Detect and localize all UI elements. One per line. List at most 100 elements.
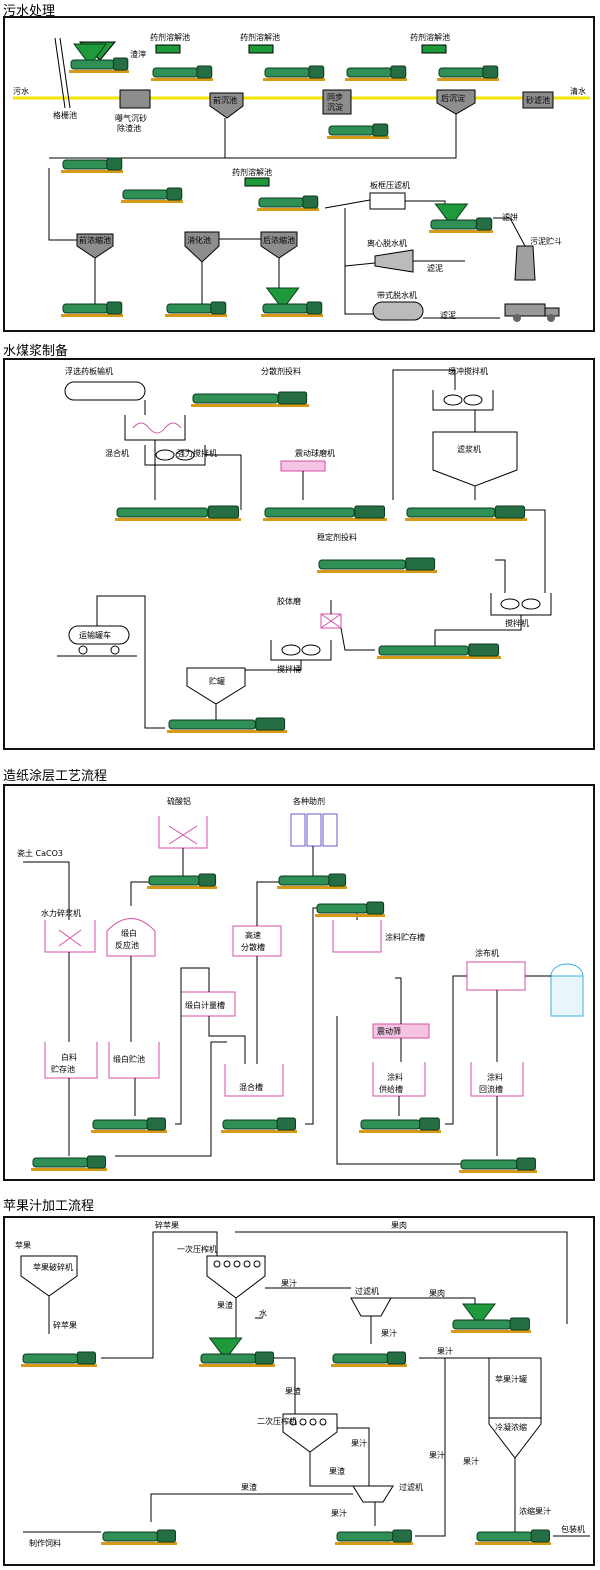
screw-pump-icon (327, 123, 389, 139)
screw-pump-icon (405, 505, 527, 521)
wastewater-panel: 污水 清水 格栅池 曝气沉砂 除渣池 前沉池 渣滓 药剂溶解池 药剂溶解池 药剂… (3, 16, 595, 332)
screw-pump-icon (429, 203, 493, 233)
coal-slurry-diagram: 浮选药板输机 分散剂投料 缓冲搅拌机 混合机 强力搅拌机 震动球磨机 滤浆机 稳… (57, 366, 552, 733)
screw-pump-icon (459, 1157, 537, 1173)
screw-pump-icon (317, 557, 437, 573)
label-secondary: 后沉淀 (441, 93, 465, 103)
label-satin2: 反应池 (115, 940, 139, 950)
label-coat-storage: 涂料贮存槽 (385, 932, 425, 942)
label-stir-tank: 搅拌桶 (277, 664, 301, 674)
label-belt-press: 带式脱水机 (377, 290, 417, 300)
label-residue3: 果渣 (329, 1466, 345, 1476)
label-satin1: 缎白 (121, 928, 137, 938)
label-residue4: 果渣 (241, 1482, 257, 1492)
label-return1: 涂料 (487, 1072, 503, 1082)
label-plate-press: 板框压滤机 (370, 180, 410, 190)
label-juice7: 果汁 (429, 1450, 445, 1460)
screw-pump-icon (167, 717, 287, 733)
label-chem3: 药剂溶解池 (410, 32, 450, 42)
screw-pump-icon (191, 391, 309, 407)
screw-pump-icon (91, 1117, 167, 1133)
label-tank1: 苹果汁罐 (495, 1374, 527, 1384)
label-residue: 渣滓 (130, 49, 146, 59)
screw-pump-icon (335, 1529, 413, 1545)
label-additives: 各种助剂 (293, 796, 325, 806)
screw-pump-icon (147, 873, 217, 889)
screw-pump-icon (151, 65, 213, 81)
section-title-paper-coating: 造纸涂层工艺流程 (3, 769, 108, 784)
screw-pump-icon (377, 643, 501, 659)
label-coater: 涂布机 (475, 948, 499, 958)
screw-pump-icon (165, 301, 227, 317)
wastewater-diagram: 污水 清水 格栅池 曝气沉砂 除渣池 前沉池 渣滓 药剂溶解池 药剂溶解池 药剂… (13, 32, 590, 322)
label-tank2: 冷凝浓缩 (495, 1422, 527, 1432)
label-press2: 二次压榨机 (257, 1416, 297, 1426)
label-residue2: 果渣 (285, 1386, 301, 1396)
screw-pump-icon (261, 287, 323, 317)
label-vib-screen: 震动筛 (377, 1026, 401, 1036)
label-clay1: 白料 (61, 1052, 77, 1062)
label-feed: 制作饲料 (29, 1538, 61, 1548)
screw-pump-icon (263, 65, 325, 81)
label-cake: 滤饼 (502, 212, 518, 222)
label-kaolin: 瓷土 CaCO3 (17, 848, 63, 858)
label-pulp-top: 果肉 (391, 1220, 407, 1230)
label-mixer-machine: 混合机 (105, 448, 129, 458)
label-post-thicken: 后浓缩池 (263, 235, 295, 245)
label-dispersant: 分散剂投料 (261, 366, 301, 376)
label-centrifuge: 离心脱水机 (367, 238, 407, 248)
screw-pump-icon (31, 1155, 107, 1171)
label-digest: 消化池 (187, 235, 211, 245)
label-hopper: 污泥贮斗 (530, 236, 562, 246)
label-crusher: 苹果破碎机 (33, 1262, 73, 1272)
label-sync2: 沉淀 (327, 102, 343, 112)
label-filter-slurry: 滤浆机 (457, 444, 481, 454)
label-stirrer-machine: 搅拌机 (505, 618, 529, 628)
label-satin-meter: 缎白计量槽 (185, 1000, 225, 1010)
label-chem2: 药剂溶解池 (240, 32, 280, 42)
label-tanker: 运输罐车 (79, 630, 111, 640)
label-filter2: 过滤机 (399, 1482, 423, 1492)
label-juice1: 果汁 (281, 1278, 297, 1288)
screw-pump-icon (451, 1303, 531, 1333)
label-belt-conveyor: 浮选药板输机 (65, 366, 113, 376)
label-colloid-mill: 胶体磨 (277, 596, 301, 606)
screw-pump-icon (69, 43, 129, 73)
label-pre-thicken: 前浓缩池 (79, 235, 111, 245)
label-grille: 格栅池 (53, 110, 77, 120)
screw-pump-icon (115, 505, 241, 521)
screw-pump-icon (263, 505, 387, 521)
label-strong-mixer: 强力搅拌机 (177, 448, 217, 458)
section-title-coal-slurry: 水煤浆制备 (3, 344, 69, 359)
label-concentrate: 浓缩果汁 (519, 1506, 551, 1516)
coal-slurry-panel: 浮选药板输机 分散剂投料 缓冲搅拌机 混合机 强力搅拌机 震动球磨机 滤浆机 稳… (3, 358, 595, 750)
label-supply2: 供给槽 (379, 1084, 403, 1094)
label-sewage: 污水 (13, 86, 29, 96)
label-pulp2: 果肉 (429, 1288, 445, 1298)
label-juice3: 果汁 (437, 1346, 453, 1356)
label-crushed2: 碎苹果 (155, 1220, 179, 1230)
screw-pump-icon (359, 1117, 441, 1133)
section-title-apple-juice: 苹果汁加工流程 (3, 1199, 95, 1214)
screw-pump-icon (257, 195, 319, 211)
label-juice5: 果汁 (463, 1456, 479, 1466)
label-stabilizer: 稳定剂投料 (317, 532, 357, 542)
label-packer: 包装机 (561, 1524, 585, 1534)
label-sludge2: 滤泥 (440, 310, 456, 320)
paper-coating-diagram: 硫酸铝 各种助剂 瓷土 CaCO3 水力碎浆机 缎白 反应池 高速 分散槽 涂料… (17, 796, 584, 1173)
screw-pump-icon (277, 873, 347, 889)
label-supply1: 涂料 (387, 1072, 403, 1082)
label-sand-filter: 砂滤池 (526, 95, 550, 105)
screw-pump-icon (315, 901, 385, 917)
label-juice4: 果汁 (351, 1438, 367, 1448)
screw-pump-icon (345, 65, 407, 81)
label-primary: 前沉池 (213, 95, 237, 105)
apple-juice-diagram: 苹果 苹果破碎机 碎苹果 碎苹果 一次压榨机 果肉 果汁 过滤机 果肉 果渣 水… (15, 1220, 590, 1548)
label-chem1: 药剂溶解池 (150, 32, 190, 42)
section-title-wastewater: 污水处理 (3, 4, 56, 19)
label-juice2: 果汁 (381, 1328, 397, 1338)
label-sync1: 同步 (327, 93, 343, 102)
label-water: 水 (259, 1308, 267, 1318)
label-sludge1: 滤泥 (427, 263, 443, 273)
screw-pump-icon (221, 1117, 297, 1133)
